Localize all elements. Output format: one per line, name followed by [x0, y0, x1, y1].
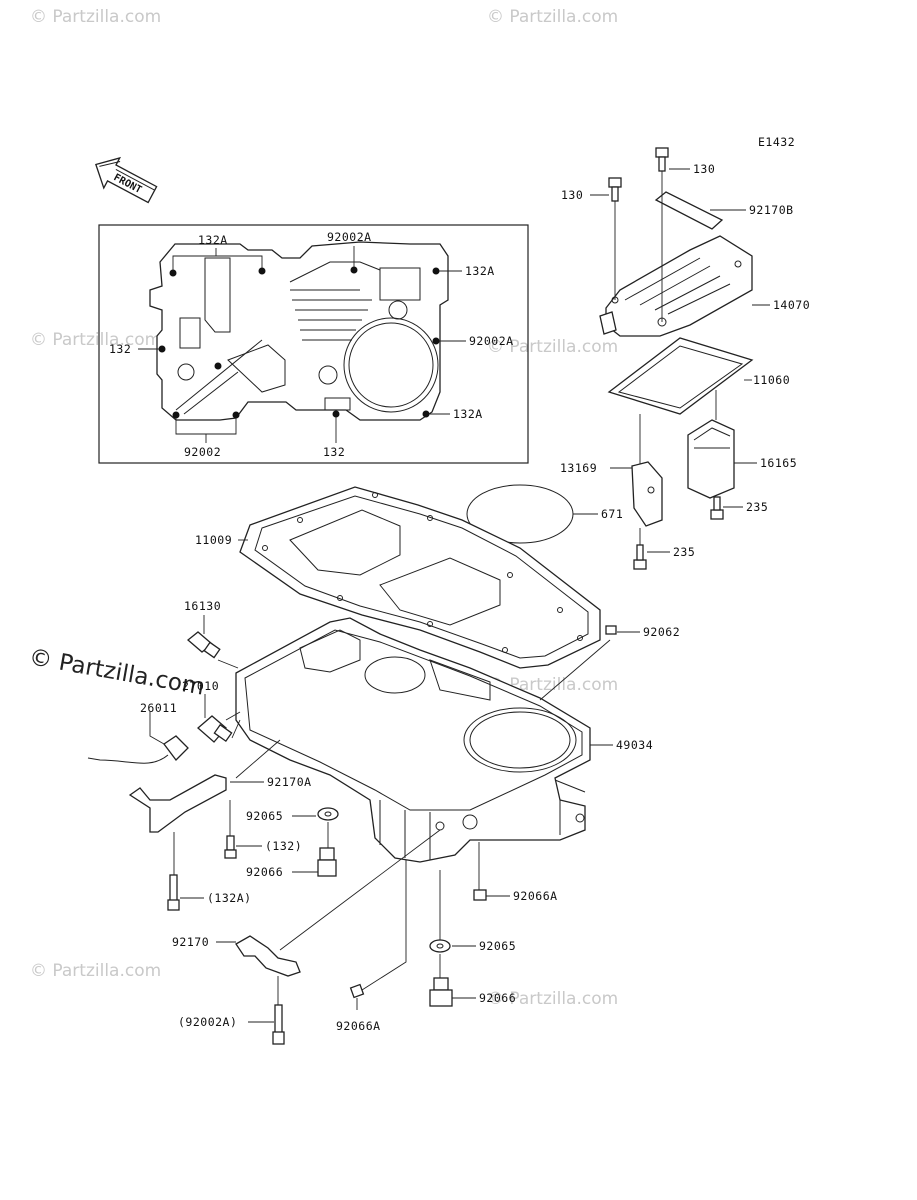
callout-132: 132 — [109, 342, 131, 356]
callout-130: 130 — [561, 188, 583, 202]
plug-icon: 92062 — [539, 625, 680, 701]
sensor-icon: 16130 — [184, 599, 239, 669]
wire-lead-icon: 26011 — [87, 701, 189, 764]
bolt-icon — [710, 496, 724, 520]
front-arrow-icon: FRONT — [95, 156, 158, 204]
oil-pan-gasket: 11009 — [195, 486, 601, 669]
callout-671: 671 — [601, 507, 623, 521]
callout-92065: 92065 — [246, 809, 283, 823]
gasket — [607, 337, 754, 415]
reed-plate — [687, 419, 735, 499]
bracket — [631, 461, 663, 527]
callout-132a: 132A — [465, 264, 495, 278]
bolt-icon — [608, 177, 622, 202]
callout-92170a: 92170A — [267, 775, 312, 789]
callout-92066: 92066 — [479, 991, 516, 1005]
callout-92066a: 92066A — [336, 1019, 381, 1033]
callout-92002a: (92002A) — [178, 1015, 237, 1029]
callout-92062: 92062 — [643, 625, 680, 639]
callout-11009: 11009 — [195, 533, 232, 547]
cover-assembly: 130 130 92170B 14070 11060 16165 — [560, 147, 810, 570]
switch-icon: 27010 — [182, 679, 241, 743]
callout-92170b: 92170B — [749, 203, 794, 217]
washer-icon: 92065 — [429, 870, 516, 953]
callout-49034: 49034 — [616, 738, 653, 752]
o-ring: 671 — [466, 484, 623, 544]
bolt-icon — [633, 544, 647, 570]
diagram-code: E1432 — [758, 135, 795, 149]
callout-235: 235 — [746, 500, 768, 514]
callout-92066: 92066 — [246, 865, 283, 879]
bracket: 92170 — [172, 829, 441, 977]
callout-92170: 92170 — [172, 935, 209, 949]
callout-132a: (132A) — [207, 891, 252, 905]
watermark: © Partzilla.com — [487, 7, 618, 27]
callout-16130: 16130 — [184, 599, 221, 613]
breather-cover — [605, 235, 753, 337]
callout-92002a: 92002A — [469, 334, 514, 348]
oil-pan: 49034 — [235, 617, 653, 863]
watermark: © Partzilla.com — [30, 961, 161, 981]
callout-235: 235 — [673, 545, 695, 559]
bolt-icon — [655, 147, 669, 172]
bolt-icon: (92002A) — [178, 976, 285, 1045]
callout-16165: 16165 — [760, 456, 797, 470]
watermark: © Partzilla.com — [27, 644, 206, 700]
drain-plug-icon: 92066 — [429, 954, 516, 1007]
callout-132a: 132A — [453, 407, 483, 421]
watermark: © Partzilla.com — [30, 330, 161, 350]
callout-13169: 13169 — [560, 461, 597, 475]
plug-icon: 92066A — [473, 842, 558, 903]
callout-132: 132 — [323, 445, 345, 459]
callout-132: (132) — [265, 839, 302, 853]
callout-92065: 92065 — [479, 939, 516, 953]
plug-icon: 92066A — [336, 860, 407, 1033]
callout-92066a: 92066A — [513, 889, 558, 903]
bracket: 92170A — [128, 774, 312, 833]
callout-11060: 11060 — [753, 373, 790, 387]
callout-92002a: 92002A — [327, 230, 372, 244]
callout-92002: 92002 — [184, 445, 221, 459]
bolt-icon: (132A) — [167, 832, 252, 911]
watermark: © Partzilla.com — [487, 989, 618, 1009]
bracket-plate — [654, 191, 724, 230]
drain-plug-icon: 92066 — [246, 822, 337, 879]
callout-132a: 132A — [198, 233, 228, 247]
callout-130: 130 — [693, 162, 715, 176]
callout-27010: 27010 — [182, 679, 219, 693]
watermark: © Partzilla.com — [30, 7, 161, 27]
callout-14070: 14070 — [773, 298, 810, 312]
inset-panel: 132A 92002A 132A 132 92002A 132A 92002 1… — [98, 224, 529, 464]
callout-26011: 26011 — [140, 701, 177, 715]
bolt-icon: (132) — [224, 800, 302, 859]
watermark: © Partzilla.com — [487, 337, 618, 357]
washer-icon: 92065 — [246, 807, 339, 823]
